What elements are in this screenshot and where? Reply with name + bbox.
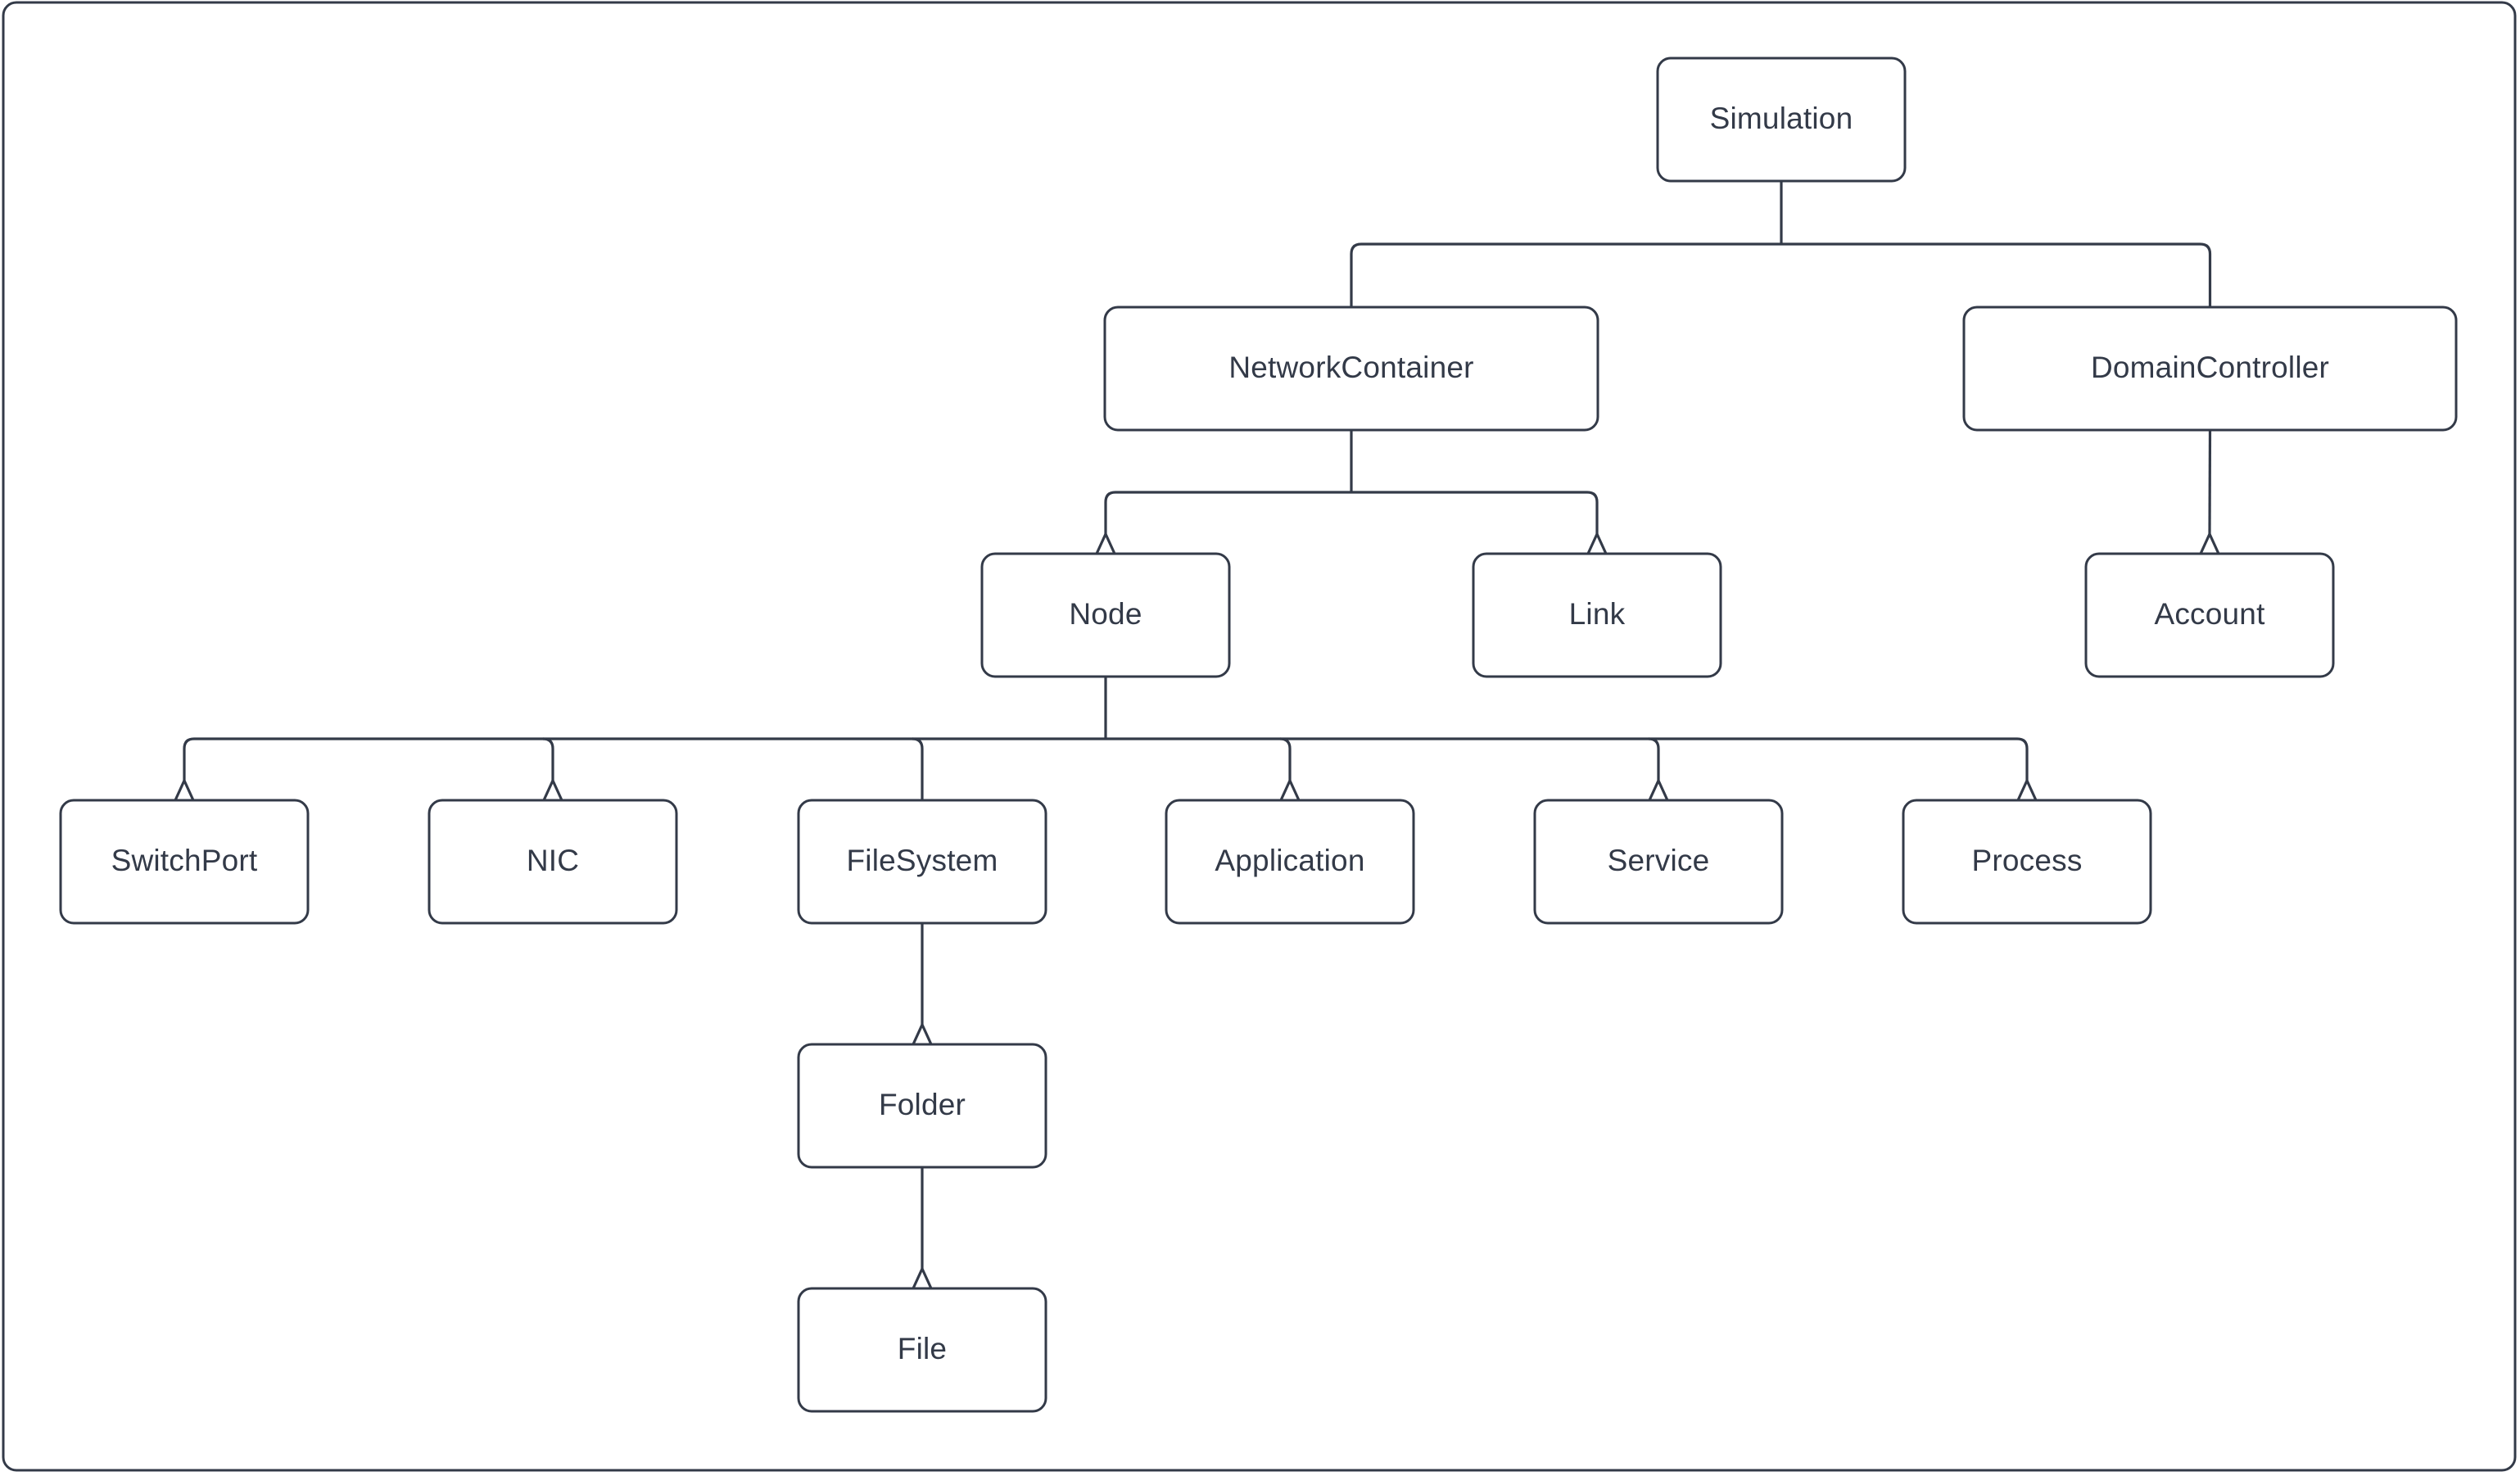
class-box-rect-node	[980, 552, 1231, 678]
class-box-label-service: Service	[1608, 844, 1710, 877]
class-box-label-node: Node	[1069, 597, 1142, 631]
edges-layer	[174, 181, 2220, 1289]
arrowhead-link	[1586, 531, 1608, 555]
edge-simulation-to-domaincontroller	[2200, 242, 2212, 307]
edge-node-to-switchport	[183, 737, 195, 781]
class-box-rect-simulation	[1656, 57, 1907, 183]
edge-simulation-to-networkcontainer	[1350, 242, 1362, 307]
class-box-simulation[interactable]: Simulation	[1656, 57, 1907, 183]
arrowhead-process	[2016, 777, 2038, 801]
edge-node-to-application	[1279, 737, 1292, 781]
class-box-label-account: Account	[2154, 597, 2265, 631]
class-box-rect-file	[797, 1287, 1047, 1413]
arrowhead-node	[1095, 531, 1116, 555]
class-box-link[interactable]: Link	[1472, 552, 1722, 678]
class-box-filesystem[interactable]: FileSystem	[797, 799, 1047, 925]
class-box-label-folder: Folder	[879, 1088, 966, 1121]
arrowhead-account	[2199, 531, 2220, 555]
edge-node-to-nic	[542, 737, 554, 781]
arrowhead-folder	[912, 1021, 933, 1045]
class-box-label-domaincontroller: DomainController	[2091, 351, 2329, 384]
class-box-switchport[interactable]: SwitchPort	[59, 799, 310, 925]
class-box-label-simulation: Simulation	[1710, 102, 1853, 135]
class-box-rect-filesystem	[797, 799, 1047, 925]
class-box-rect-domaincontroller	[1962, 306, 2458, 432]
class-box-label-process: Process	[1971, 844, 2082, 877]
class-box-rect-networkcontainer	[1103, 306, 1599, 432]
class-box-service[interactable]: Service	[1533, 799, 1784, 925]
arrowhead-nic	[542, 777, 563, 801]
class-box-rect-nic	[428, 799, 678, 925]
class-box-label-networkcontainer: NetworkContainer	[1228, 351, 1473, 384]
class-box-label-filesystem: FileSystem	[847, 844, 998, 877]
arrowhead-switchport	[174, 777, 195, 801]
class-box-nic[interactable]: NIC	[428, 799, 678, 925]
class-box-domaincontroller[interactable]: DomainController	[1962, 306, 2458, 432]
class-box-account[interactable]: Account	[2084, 552, 2335, 678]
edge-node-to-process	[2016, 737, 2029, 781]
class-box-file[interactable]: File	[797, 1287, 1047, 1413]
arrowhead-service	[1648, 777, 1669, 801]
class-box-label-file: File	[898, 1332, 947, 1365]
edge-networkcontainer-to-node	[1104, 491, 1116, 534]
class-box-rect-switchport	[59, 799, 310, 925]
class-box-process[interactable]: Process	[1902, 799, 2152, 925]
class-box-node[interactable]: Node	[980, 552, 1231, 678]
class-box-label-application: Application	[1215, 844, 1364, 877]
class-box-rect-service	[1533, 799, 1784, 925]
class-box-networkcontainer[interactable]: NetworkContainer	[1103, 306, 1599, 432]
class-box-rect-application	[1165, 799, 1415, 925]
edge-node-to-service	[1648, 737, 1660, 781]
class-box-label-switchport: SwitchPort	[111, 844, 258, 877]
class-box-folder[interactable]: Folder	[797, 1043, 1047, 1169]
edge-networkcontainer-to-link	[1586, 491, 1599, 534]
class-box-label-link: Link	[1569, 597, 1626, 631]
class-box-rect-process	[1902, 799, 2152, 925]
class-box-rect-link	[1472, 552, 1722, 678]
edge-node-to-filesystem	[912, 737, 924, 800]
class-box-rect-folder	[797, 1043, 1047, 1169]
class-box-application[interactable]: Application	[1165, 799, 1415, 925]
arrowhead-file	[912, 1265, 933, 1289]
arrowhead-application	[1279, 777, 1301, 801]
class-box-rect-account	[2084, 552, 2335, 678]
class-box-label-nic: NIC	[527, 844, 579, 877]
